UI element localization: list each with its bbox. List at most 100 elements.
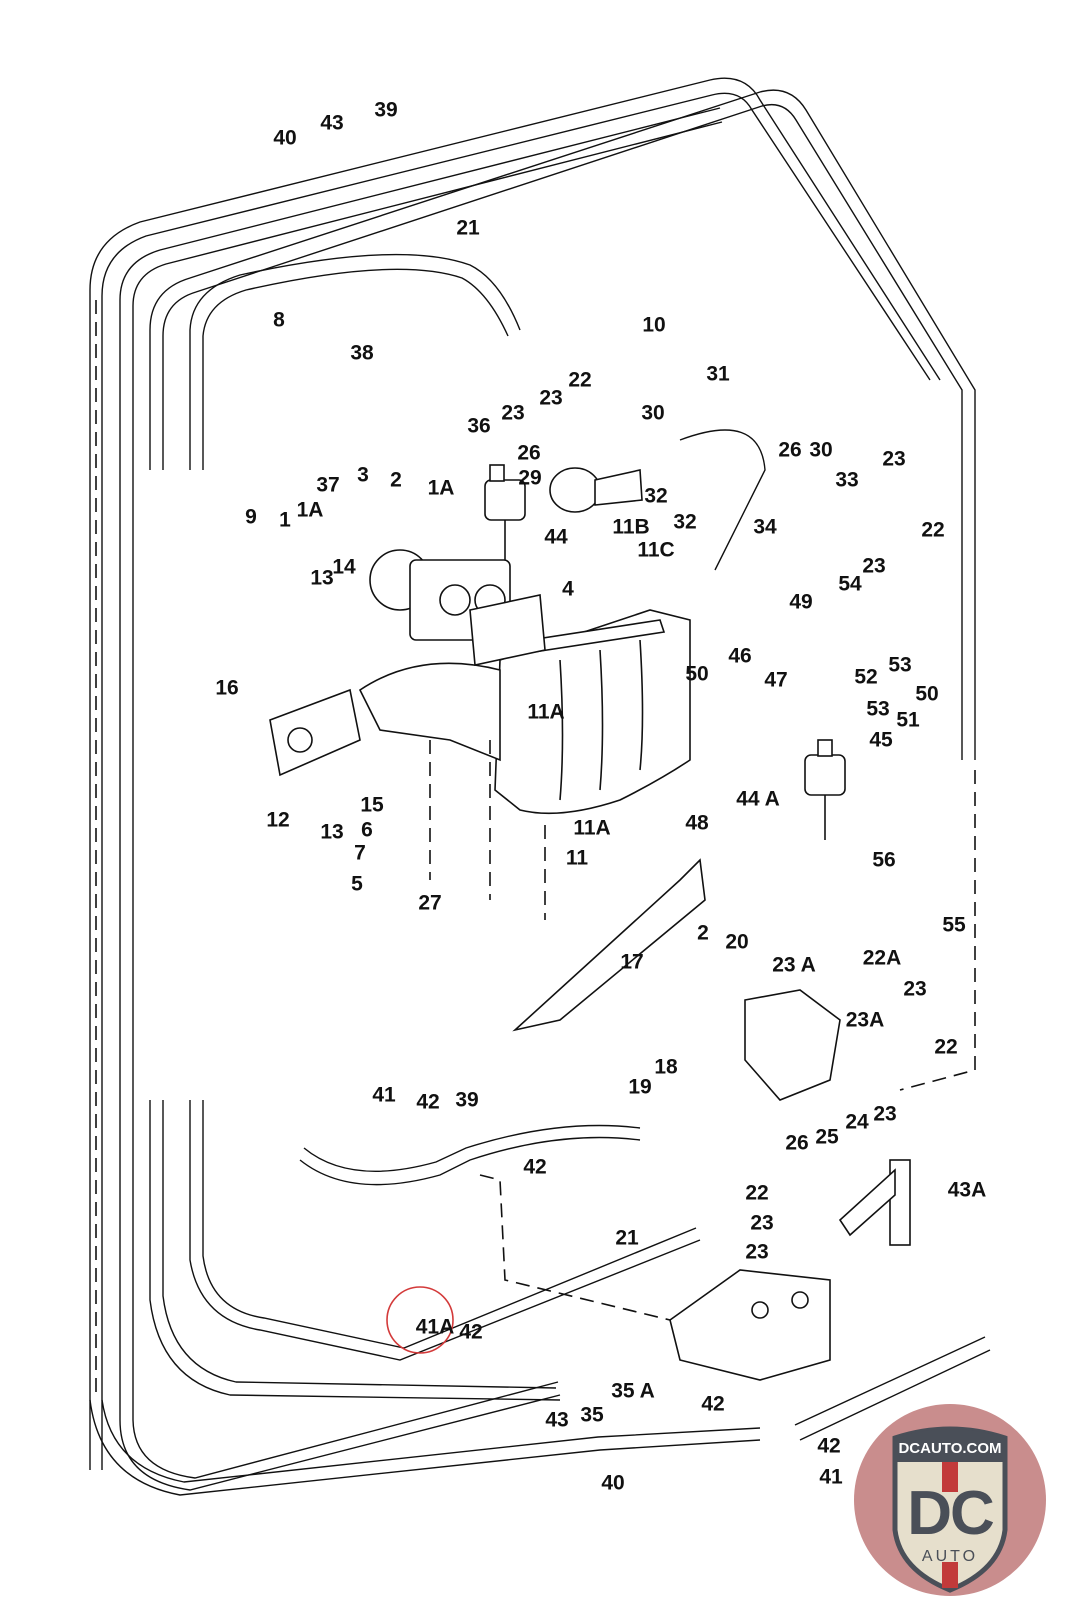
part-label-25: 25 — [815, 1125, 839, 1149]
gasket-4 — [469, 594, 546, 666]
part-label-33: 33 — [835, 468, 859, 492]
part-label-30: 30 — [641, 401, 665, 425]
part-label-30: 30 — [809, 438, 833, 462]
hose-21-upper — [189, 253, 521, 470]
part-label-31: 31 — [706, 362, 730, 386]
part-label-19: 19 — [628, 1075, 652, 1099]
part-label-22a: 22A — [862, 946, 902, 970]
watermark-badge — [854, 1404, 1046, 1596]
hose-40-lower — [89, 1336, 991, 1496]
part-label-38: 38 — [350, 341, 374, 365]
part-label-23: 23 — [862, 554, 886, 578]
watermark-mark: DC — [907, 1479, 995, 1548]
pressure-regulator-44A — [804, 739, 846, 840]
part-label-48: 48 — [685, 811, 709, 835]
part-label-40: 40 — [601, 1471, 625, 1495]
part-label-46: 46 — [728, 644, 752, 668]
part-label-26: 26 — [785, 1131, 809, 1155]
part-label-45: 45 — [869, 728, 893, 752]
part-label-18: 18 — [654, 1055, 678, 1079]
highlight-circle-41A — [386, 1286, 454, 1354]
part-label-23: 23 — [539, 386, 563, 410]
gasket-12 — [269, 688, 361, 777]
part-label-2: 2 — [697, 921, 709, 945]
part-label-26: 26 — [517, 441, 541, 465]
part-label-9: 9 — [245, 505, 257, 529]
part-label-10: 10 — [642, 313, 666, 337]
hose-40 — [89, 77, 941, 1470]
valve-29 — [549, 467, 643, 513]
part-label-53: 53 — [888, 653, 912, 677]
part-label-42: 42 — [817, 1434, 841, 1458]
dcauto-watermark: DCAUTO.COM DC AUTO — [850, 1400, 1050, 1600]
part-label-44: 44 — [544, 525, 568, 549]
part-label-14: 14 — [332, 555, 356, 579]
part-label-13: 13 — [320, 820, 344, 844]
part-label-26: 26 — [778, 438, 802, 462]
part-label-23: 23 — [745, 1240, 769, 1264]
part-label-43a: 43A — [947, 1178, 987, 1202]
part-label-11b: 11B — [612, 515, 650, 539]
bracket-17 — [512, 858, 706, 1032]
part-label-43: 43 — [320, 111, 344, 135]
part-label-35a: 35 A — [611, 1379, 655, 1403]
part-label-2: 2 — [390, 468, 402, 492]
hose-21-lower — [149, 1100, 701, 1401]
part-label-1: 1 — [279, 508, 291, 532]
intake-manifold — [358, 609, 691, 815]
part-label-51: 51 — [896, 708, 920, 732]
part-label-42: 42 — [701, 1392, 725, 1416]
part-label-22: 22 — [568, 368, 592, 392]
part-label-23: 23 — [903, 977, 927, 1001]
part-label-43: 43 — [545, 1408, 569, 1432]
part-label-42: 42 — [523, 1155, 547, 1179]
part-label-32: 32 — [644, 484, 668, 508]
part-label-56: 56 — [872, 848, 896, 872]
part-label-54: 54 — [838, 572, 862, 596]
hose-39 — [149, 89, 976, 1091]
part-label-52: 52 — [854, 665, 878, 689]
part-label-11c: 11C — [637, 538, 675, 562]
part-label-50: 50 — [685, 662, 709, 686]
part-label-32: 32 — [673, 510, 697, 534]
part-label-3: 3 — [357, 463, 369, 487]
part-label-47: 47 — [764, 668, 788, 692]
part-label-23: 23 — [882, 447, 906, 471]
part-label-16: 16 — [215, 676, 239, 700]
part-label-15: 15 — [360, 793, 384, 817]
hose-31 — [679, 429, 766, 571]
watermark-sub: AUTO — [921, 1548, 979, 1565]
part-label-41a: 41A — [415, 1315, 455, 1339]
part-label-23: 23 — [873, 1102, 897, 1126]
part-label-49: 49 — [789, 590, 813, 614]
part-label-44a: 44 A — [736, 787, 780, 811]
part-label-11a: 11A — [527, 700, 565, 724]
part-label-55: 55 — [942, 913, 966, 937]
part-label-27: 27 — [418, 891, 442, 915]
part-label-5: 5 — [351, 872, 363, 896]
warm-up-regulator — [669, 1269, 831, 1381]
pressure-regulator-44 — [484, 464, 526, 560]
part-label-11: 11 — [565, 846, 589, 870]
part-label-41: 41 — [372, 1083, 396, 1107]
part-label-1a: 1A — [296, 498, 324, 522]
hose-39-lower — [299, 1124, 641, 1186]
part-label-21: 21 — [615, 1226, 639, 1250]
aux-air-valve-24 — [744, 989, 841, 1101]
part-label-50: 50 — [915, 682, 939, 706]
part-label-23a: 23A — [845, 1008, 885, 1032]
part-label-12: 12 — [266, 808, 290, 832]
part-label-42: 42 — [459, 1320, 483, 1344]
part-label-41: 41 — [819, 1465, 843, 1489]
part-label-39: 39 — [374, 98, 398, 122]
part-label-17: 17 — [620, 950, 644, 974]
part-label-20: 20 — [725, 930, 749, 954]
part-label-34: 34 — [753, 515, 777, 539]
part-label-36: 36 — [467, 414, 491, 438]
part-label-42: 42 — [416, 1090, 440, 1114]
part-label-23: 23 — [501, 401, 525, 425]
part-label-37: 37 — [316, 473, 340, 497]
part-label-24: 24 — [845, 1110, 869, 1134]
part-label-35: 35 — [580, 1403, 604, 1427]
